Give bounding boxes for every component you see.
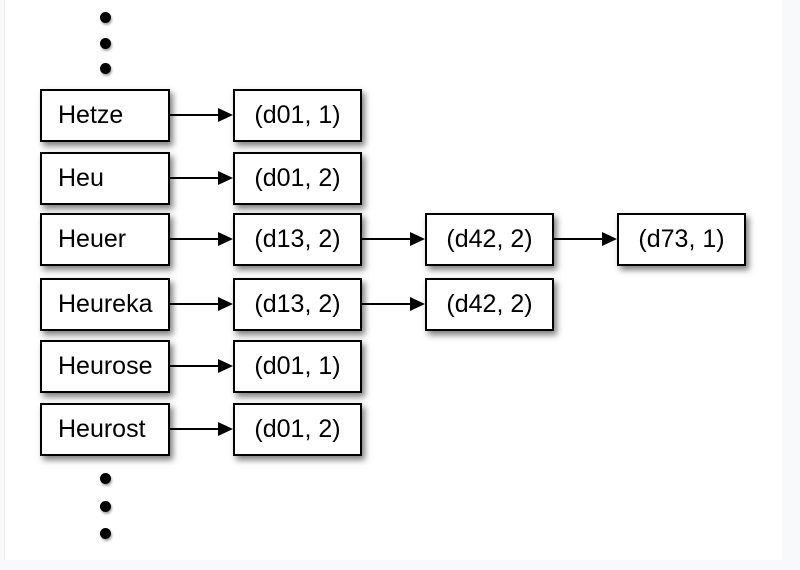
term-box: Hetze [40, 89, 170, 142]
ellipsis-dot [99, 527, 111, 539]
term-box-label: Heurose [58, 352, 153, 380]
arrow-head [218, 108, 233, 122]
term-box-label: Heuer [58, 225, 127, 253]
arrow [554, 232, 617, 246]
arrow-head [218, 359, 233, 373]
arrow-shaft [170, 428, 219, 430]
arrow-shaft [170, 238, 219, 240]
posting-box-label: (d01, 2) [254, 415, 341, 443]
posting-box: (d42, 2) [425, 278, 554, 331]
arrow [170, 108, 233, 122]
arrow-head [218, 171, 233, 185]
term-box: Heurose [40, 340, 170, 393]
posting-box: (d42, 2) [425, 213, 554, 266]
term-box-label: Heurost [58, 415, 146, 443]
ellipsis-dot [99, 37, 111, 49]
arrow [170, 171, 233, 185]
ellipsis-dot [99, 11, 111, 23]
arrow-shaft [170, 114, 219, 116]
posting-box-label: (d73, 1) [638, 225, 725, 253]
ellipsis-dot [99, 472, 111, 484]
arrow-shaft [170, 365, 219, 367]
ellipsis-dot [99, 500, 111, 512]
arrow [170, 297, 233, 311]
arrow [170, 232, 233, 246]
arrow-shaft [554, 238, 603, 240]
arrow-head [218, 297, 233, 311]
posting-box: (d01, 2) [233, 403, 362, 456]
posting-box-label: (d01, 1) [254, 101, 341, 129]
term-box: Heuer [40, 213, 170, 266]
term-box-label: Hetze [58, 101, 124, 129]
term-box-label: Heu [58, 164, 104, 192]
arrow-shaft [170, 177, 219, 179]
posting-box: (d01, 1) [233, 340, 362, 393]
posting-box-label: (d01, 2) [254, 164, 341, 192]
posting-box-label: (d42, 2) [446, 225, 533, 253]
posting-box-label: (d13, 2) [254, 290, 341, 318]
arrow-head [410, 297, 425, 311]
arrow-head [410, 232, 425, 246]
posting-box: (d13, 2) [233, 278, 362, 331]
posting-box: (d13, 2) [233, 213, 362, 266]
posting-box: (d01, 2) [233, 152, 362, 205]
ellipsis-dot [99, 62, 111, 74]
arrow-head [602, 232, 617, 246]
arrow-head [218, 232, 233, 246]
arrow-shaft [362, 238, 411, 240]
posting-box: (d01, 1) [233, 89, 362, 142]
arrow-head [218, 422, 233, 436]
term-box: Heureka [40, 278, 170, 331]
term-box: Heurost [40, 403, 170, 456]
posting-box-label: (d42, 2) [446, 290, 533, 318]
arrow-shaft [170, 303, 219, 305]
posting-box: (d73, 1) [617, 213, 746, 266]
arrow [362, 297, 425, 311]
arrow-shaft [362, 303, 411, 305]
arrow [170, 422, 233, 436]
posting-box-label: (d13, 2) [254, 225, 341, 253]
posting-box-label: (d01, 1) [254, 352, 341, 380]
arrow [362, 232, 425, 246]
term-box-label: Heureka [58, 290, 153, 318]
term-box: Heu [40, 152, 170, 205]
arrow [170, 359, 233, 373]
